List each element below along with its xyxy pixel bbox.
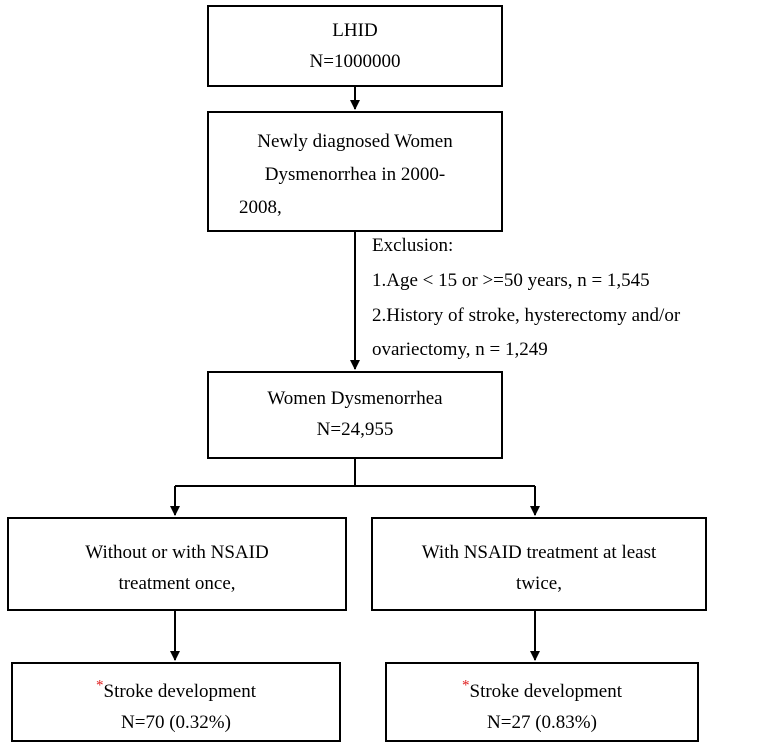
newly-diagnosed-line2: Dysmenorrhea in 2000- (264, 164, 446, 185)
newly-diagnosed-line3: 2008, (239, 197, 282, 218)
women-dysmenorrhea-label: Women Dysmenorrhea (267, 388, 443, 409)
stroke-right-label-text: Stroke development (469, 681, 623, 702)
without-nsaid-line1: Without or with NSAID (85, 542, 269, 563)
box-lhid: LHID N=1000000 (207, 5, 503, 87)
lhid-count: N=1000000 (309, 51, 401, 72)
newly-diagnosed-line1: Newly diagnosed Women (257, 131, 453, 152)
box-with-nsaid: With NSAID treatment at least twice, (371, 517, 707, 611)
stroke-left-label: *Stroke development (96, 676, 256, 707)
asterisk-marker: * (462, 677, 470, 694)
with-nsaid-line2: twice, (516, 573, 562, 594)
with-nsaid-line1: With NSAID treatment at least (421, 542, 657, 563)
stroke-right-count: N=27 (0.83%) (487, 712, 597, 733)
lhid-label: LHID (332, 20, 378, 41)
box-stroke-right: *Stroke development N=27 (0.83%) (385, 662, 699, 742)
box-women-dysmenorrhea: Women Dysmenorrhea N=24,955 (207, 371, 503, 459)
box-without-nsaid: Without or with NSAID treatment once, (7, 517, 347, 611)
women-dysmenorrhea-count: N=24,955 (316, 419, 394, 440)
exclusion-item-age: 1.Age < 15 or >=50 years, n = 1,545 (372, 270, 650, 291)
exclusion-item-history: 2.History of stroke, hysterectomy and/or (372, 305, 681, 326)
asterisk-marker: * (96, 677, 104, 694)
stroke-left-label-text: Stroke development (103, 681, 257, 702)
stroke-right-label: *Stroke development (462, 676, 622, 707)
box-stroke-left: *Stroke development N=70 (0.32%) (11, 662, 341, 742)
without-nsaid-line2: treatment once, (118, 573, 236, 594)
exclusion-title: Exclusion: (372, 235, 454, 256)
exclusion-item-history-cont: ovariectomy, n = 1,249 (372, 339, 548, 360)
stroke-left-count: N=70 (0.32%) (121, 712, 231, 733)
box-newly-diagnosed: Newly diagnosed Women Dysmenorrhea in 20… (207, 111, 503, 232)
